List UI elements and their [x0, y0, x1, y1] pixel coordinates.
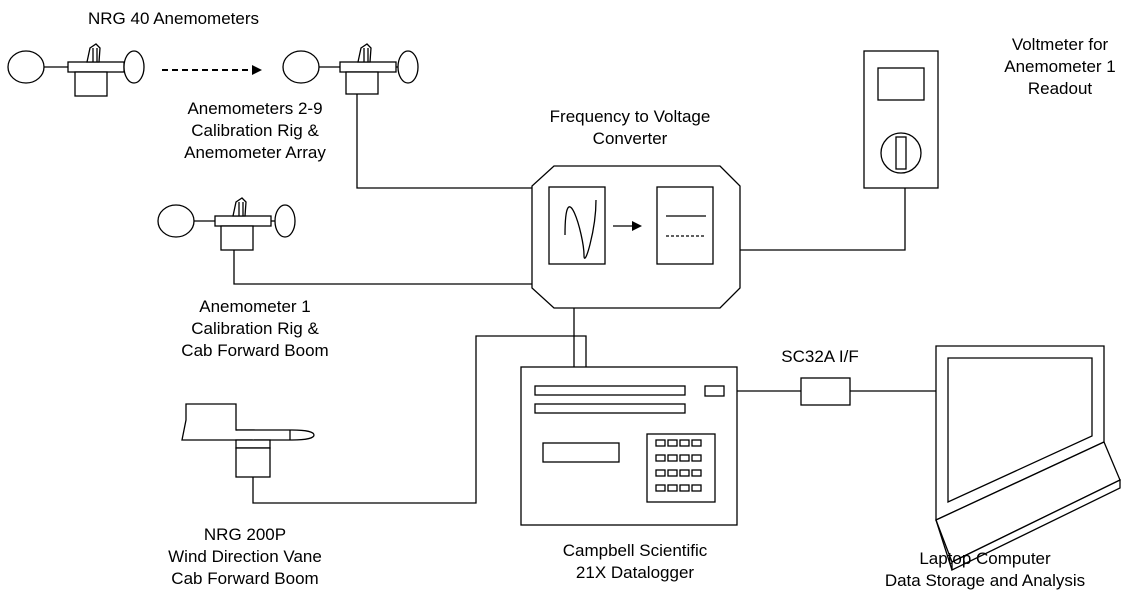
keypad-keys — [655, 439, 702, 492]
voltmeter-label: Voltmeter for Anemometer 1 Readout — [1004, 35, 1116, 98]
wind-vane-label: NRG 200P Wind Direction Vane Cab Forward… — [168, 525, 322, 588]
nrg40-anemometers-title: NRG 40 Anemometers — [88, 9, 260, 28]
wind-vane-icon — [181, 403, 315, 478]
sc32a-interface-icon — [800, 377, 851, 406]
voltmeter-icon — [863, 50, 939, 189]
laptop-label: Laptop Computer Data Storage and Analysi… — [884, 549, 1086, 590]
datalogger-icon — [520, 366, 738, 526]
anemometer-1-label: Anemometer 1 Calibration Rig & Cab Forwa… — [181, 297, 329, 360]
datalogger-label: Campbell Scientific 21X Datalogger — [562, 541, 708, 582]
wire-anem-2-9-to-converter — [356, 85, 532, 189]
anemometer-icon — [282, 43, 419, 95]
laptop-icon — [935, 345, 1121, 572]
anemometers-2-9-label: Anemometers 2-9 Calibration Rig & Anemom… — [184, 99, 326, 162]
wire-vane-to-datalogger — [252, 335, 587, 504]
frequency-converter-label: Frequency to Voltage Converter — [549, 107, 711, 148]
sc32a-label: SC32A I/F — [781, 347, 859, 366]
anemometer-icon — [7, 43, 145, 97]
wire-anem-1-to-converter — [233, 250, 532, 285]
frequency-converter-icon — [531, 165, 741, 309]
wire-converter-to-voltmeter — [740, 188, 906, 251]
anemometer-icon — [157, 197, 296, 251]
